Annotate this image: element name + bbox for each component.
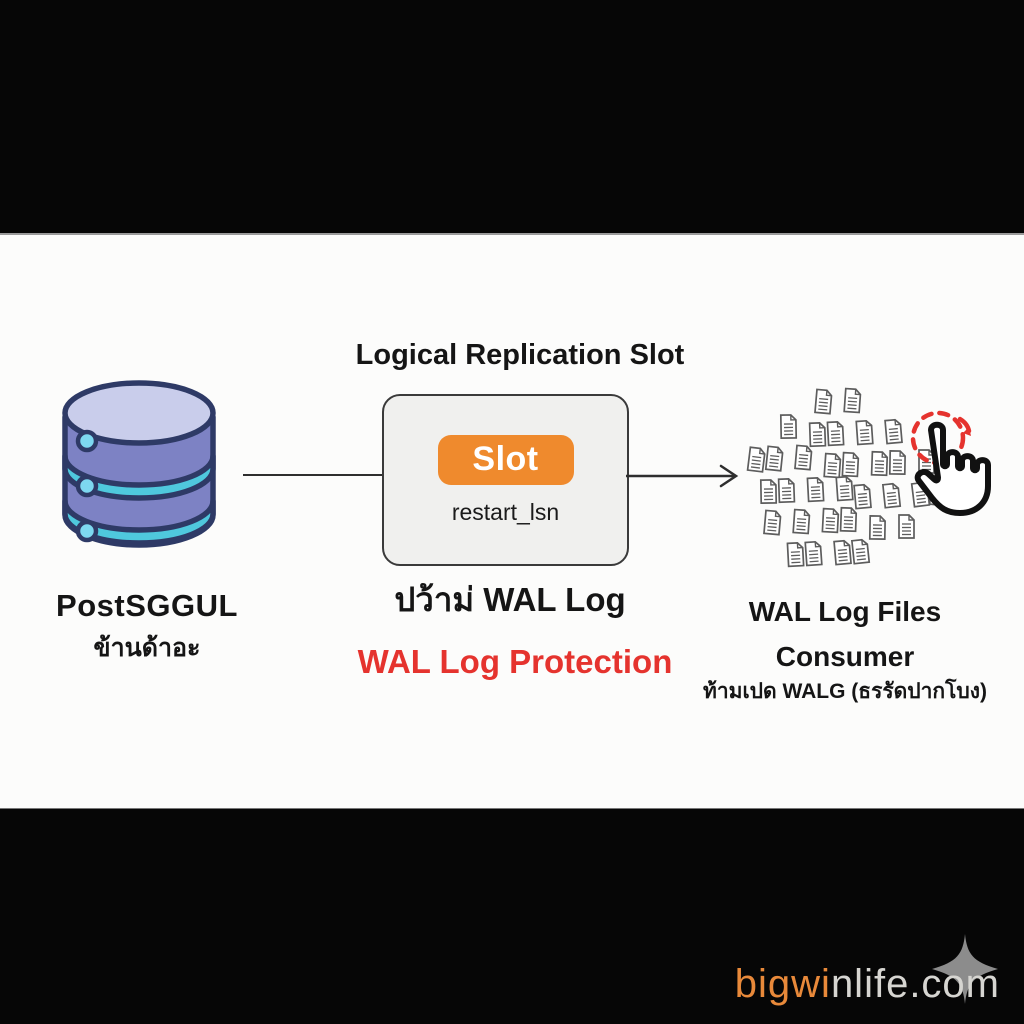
diagram-panel: Logical Replication Slot Slot restart_ls… xyxy=(0,233,1024,809)
source-title: PostSGGUL xyxy=(56,588,238,623)
consumer-title-line2: Consumer xyxy=(775,641,915,672)
slot-badge: Slot xyxy=(437,434,574,485)
tap-gesture-icon xyxy=(910,410,991,516)
slot-caption: ปว้าม่ WAL Log xyxy=(394,581,626,618)
arrow-to-consumer xyxy=(626,464,739,488)
database-icon xyxy=(62,380,216,548)
replication-slot-box: Slot restart_lsn xyxy=(382,394,629,566)
watermark-brand-right: nlife.com xyxy=(830,962,1000,1006)
connector-line xyxy=(243,474,383,476)
watermark-star-icon xyxy=(932,934,998,1004)
restart-lsn-label: restart_lsn xyxy=(451,498,560,525)
wal-files-icon xyxy=(746,387,991,568)
source-subtitle: ข้านด้าอะ xyxy=(93,634,201,662)
wal-protection-caption: WAL Log Protection xyxy=(357,643,673,680)
watermark: bigwinlife.com xyxy=(0,962,1000,1007)
consumer-title-line1: WAL Log Files xyxy=(748,596,942,627)
consumer-subtitle: ท้ามเปด WALG (ธรรัดปากโบง) xyxy=(703,680,987,703)
watermark-brand-left: bigwi xyxy=(734,962,831,1006)
diagram-heading: Logical Replication Slot xyxy=(355,339,685,371)
